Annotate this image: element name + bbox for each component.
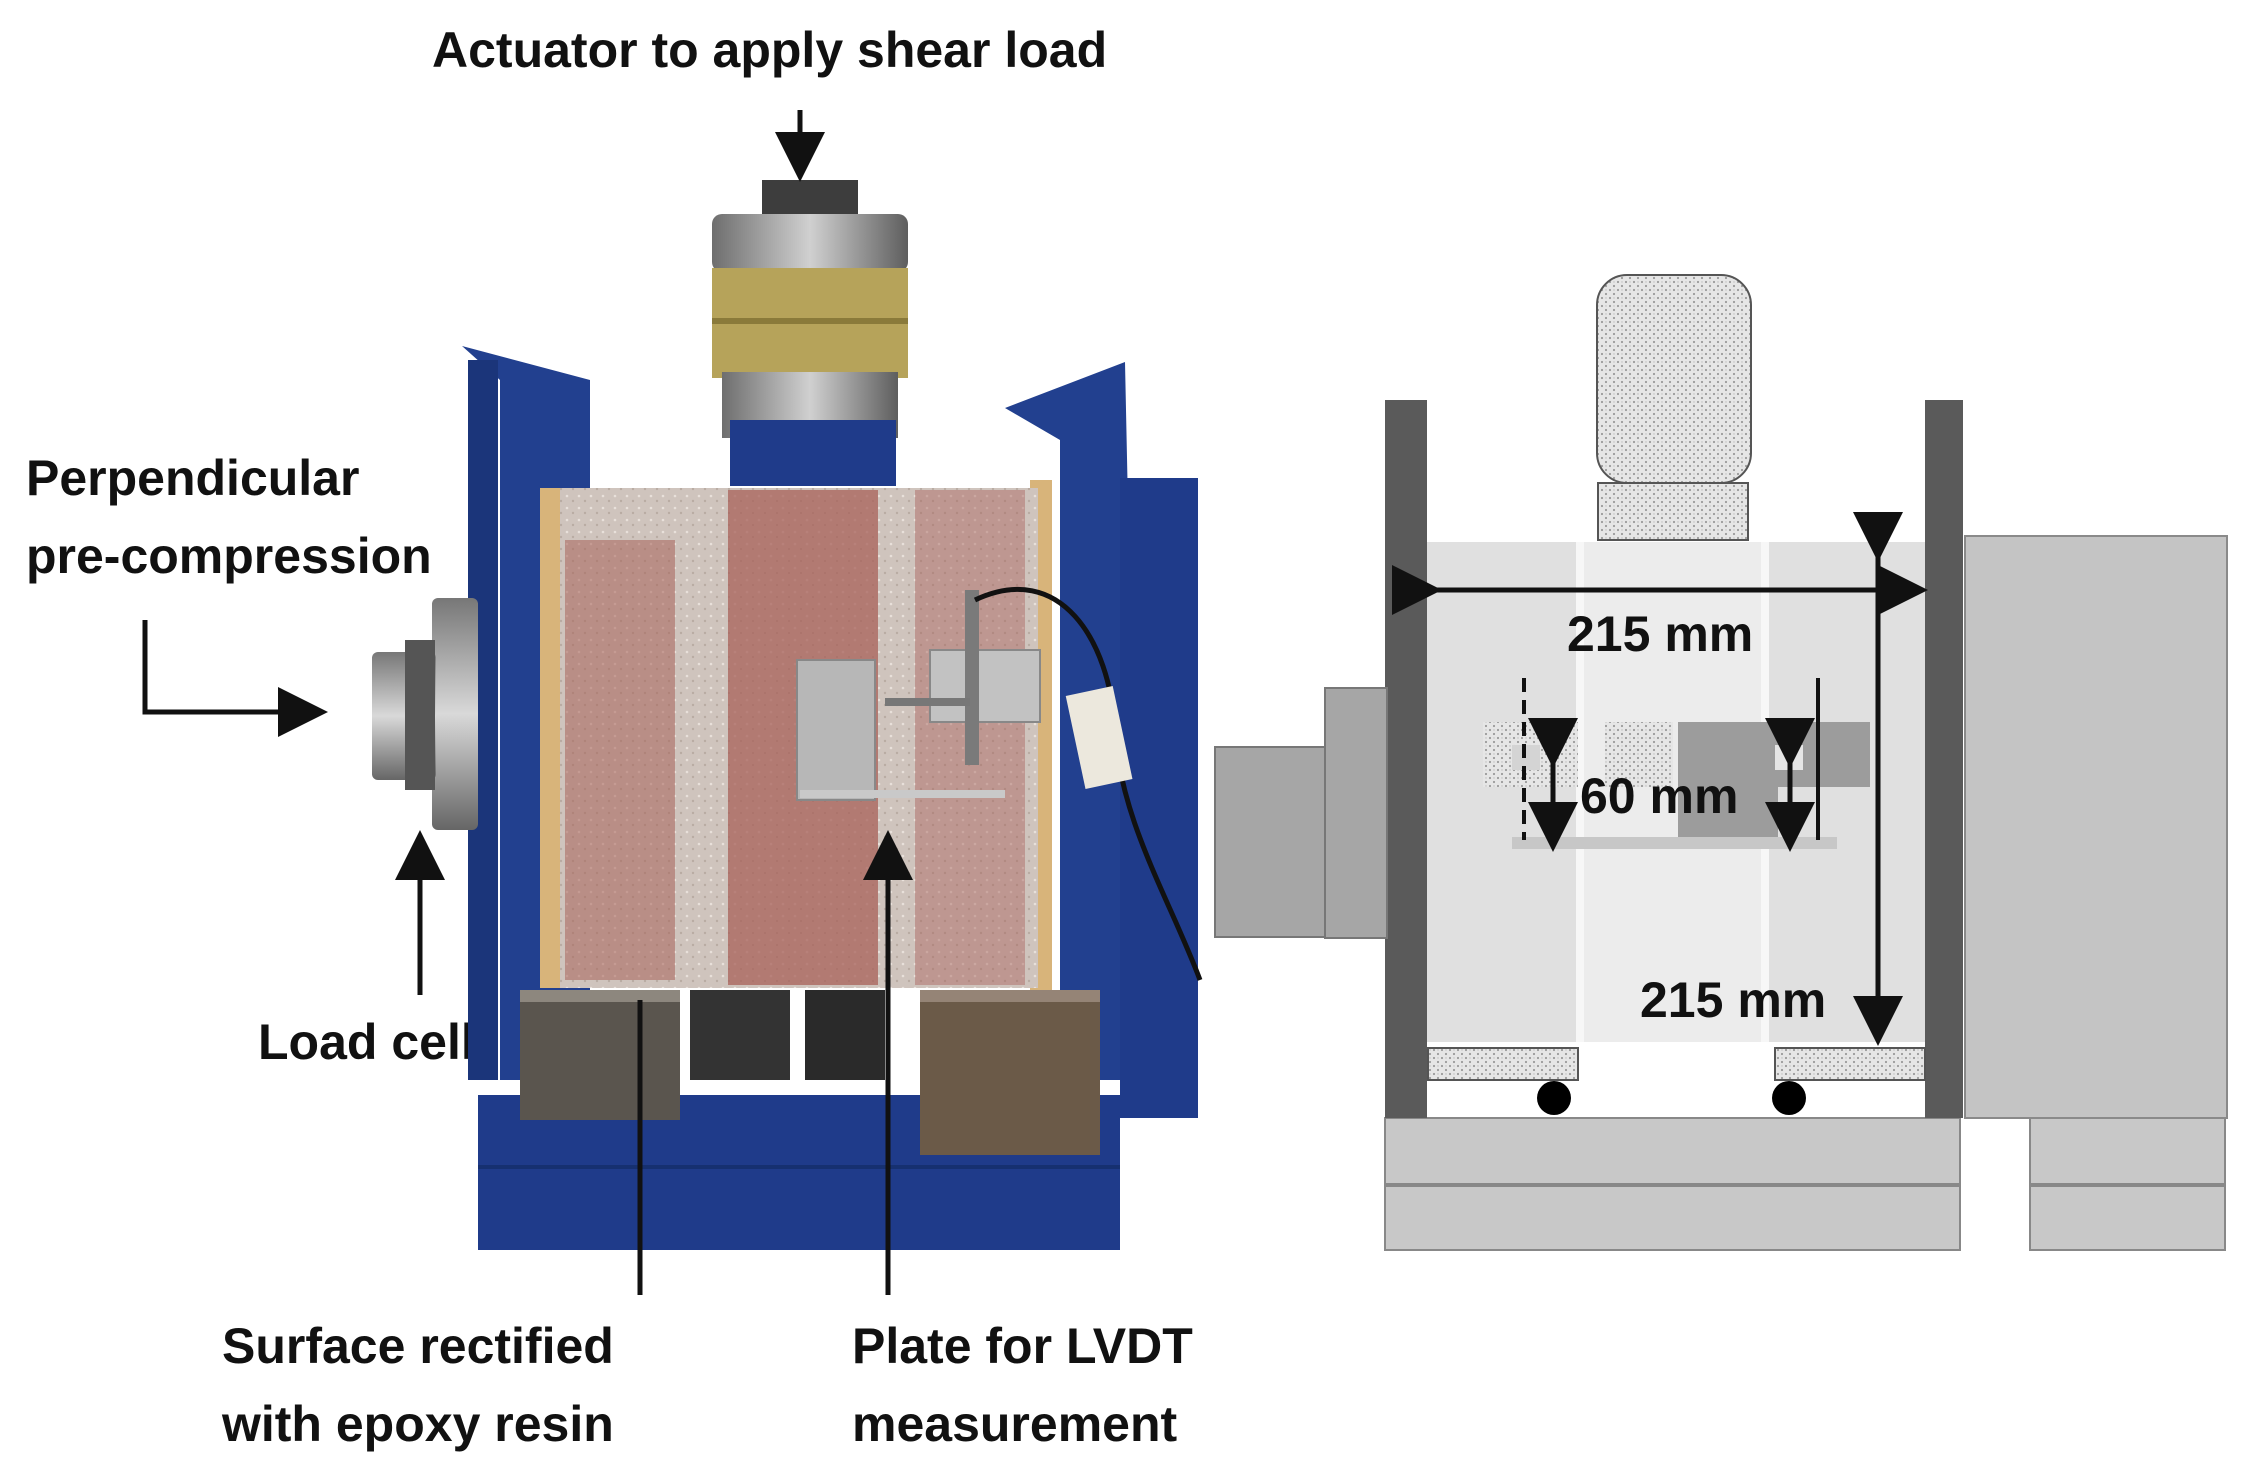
schematic-roller-left (1537, 1081, 1571, 1115)
actuator-collar (712, 214, 908, 272)
schematic-base-top (1384, 1117, 1961, 1185)
schematic-actuator-block (1597, 482, 1749, 541)
schematic-actuator (1596, 274, 1752, 484)
schematic-side-base-top (2029, 1117, 2226, 1185)
lvdt-span-label: 60 mm (1580, 768, 1739, 824)
schematic-load-cell-outer (1214, 746, 1328, 938)
lvdt-body (965, 590, 979, 765)
schematic-side-base-bottom (2029, 1185, 2226, 1251)
surface-label-line2: with epoxy resin (222, 1396, 614, 1452)
precompression-label-line1: Perpendicular (26, 450, 360, 506)
support-left (520, 990, 680, 1120)
actuator-thread (762, 180, 858, 216)
schematic-right-post (1925, 400, 1963, 1118)
lvdt-plate (796, 659, 876, 801)
lvdt-bracket (929, 649, 1041, 723)
plate-label-line1: Plate for LVDT (852, 1318, 1193, 1374)
actuator-blue-cap (730, 420, 896, 486)
schematic-left-post (1385, 400, 1427, 1118)
schematic-pad-right (1774, 1047, 1926, 1081)
load-cell-label: Load cell (258, 1014, 475, 1070)
schematic-lvdt-bracket (1678, 722, 1778, 849)
schematic-load-cell-plate (1324, 687, 1388, 939)
brick-left (565, 540, 675, 980)
schematic-pad-left (1427, 1047, 1579, 1081)
surface-label-line1: Surface rectified (222, 1318, 614, 1374)
load-cell-plate (432, 598, 478, 830)
actuator-label: Actuator to apply shear load (432, 22, 1108, 78)
precompression-label-line2: pre-compression (26, 528, 432, 584)
support-right (920, 990, 1100, 1155)
plate-label-line2: measurement (852, 1396, 1178, 1452)
height-dimension-label: 215 mm (1640, 972, 1827, 1028)
schematic-lvdt-plate-center (1605, 722, 1673, 787)
lvdt-tag (1065, 686, 1133, 789)
precompression-arrow-shaft (142, 620, 312, 715)
schematic-roller-right (1772, 1081, 1806, 1115)
schematic-side-block (1964, 535, 2228, 1119)
width-dimension-label: 215 mm (1567, 606, 1754, 662)
schematic-base-bottom (1384, 1185, 1961, 1251)
